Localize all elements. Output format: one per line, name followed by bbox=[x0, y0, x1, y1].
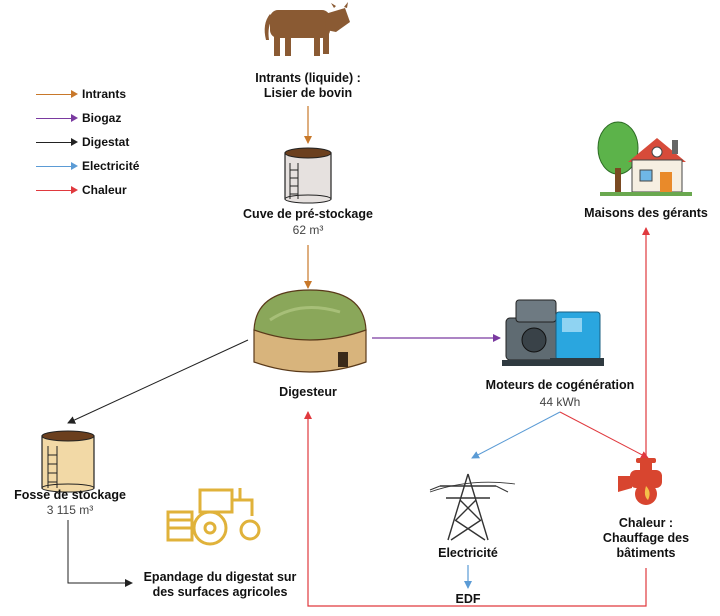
legend-label: Intrants bbox=[82, 87, 127, 101]
cuve-title: Cuve de pré-stockage bbox=[243, 207, 373, 221]
cow-icon bbox=[264, 2, 350, 56]
chaleur-label: Chaleur : Chauffage des bâtiments bbox=[576, 516, 716, 561]
engine-generator-icon bbox=[502, 299, 604, 366]
legend-label: Chaleur bbox=[82, 183, 127, 197]
legend-label: Electricité bbox=[82, 159, 140, 173]
legend-arrow-intrants bbox=[36, 90, 78, 98]
electricite-title: Electricité bbox=[438, 546, 498, 560]
epandage-line1: Epandage du digestat sur bbox=[143, 570, 297, 584]
tank-icon bbox=[284, 147, 332, 204]
storage-pit-icon bbox=[41, 430, 95, 493]
intrants-line2: Lisier de bovin bbox=[263, 86, 353, 100]
arrow-fosse-to-epandage bbox=[67, 520, 133, 587]
intrants-line1: Intrants (liquide) : bbox=[255, 71, 361, 85]
maisons-title: Maisons des gérants bbox=[584, 206, 708, 220]
legend-arrow-biogaz bbox=[36, 114, 78, 122]
legend-arrow-digestat bbox=[36, 138, 78, 146]
epandage-line2: des surfaces agricoles bbox=[152, 585, 288, 599]
legend-label: Digestat bbox=[82, 135, 130, 149]
edf-title: EDF bbox=[455, 592, 481, 606]
arrow-moteurs-to-chaleur bbox=[559, 411, 649, 459]
legend-label: Biogaz bbox=[82, 111, 122, 125]
heat-tap-icon bbox=[618, 458, 662, 505]
arrow-chaleur-to-digesteur bbox=[304, 411, 647, 607]
epandage-label: Epandage du digestat sur des surfaces ag… bbox=[122, 570, 318, 600]
moteurs-power: 44 kWh bbox=[539, 395, 581, 409]
tractor-icon bbox=[166, 488, 261, 546]
house-icon bbox=[597, 121, 692, 196]
cuve-capacity: 62 m³ bbox=[292, 223, 324, 237]
legend-arrow-chaleur bbox=[36, 186, 78, 194]
chaleur-line2: Chauffage des bbox=[602, 531, 690, 545]
intrants-label: Intrants (liquide) : Lisier de bovin bbox=[228, 71, 388, 101]
chaleur-line3: bâtiments bbox=[616, 546, 676, 560]
pylon-icon bbox=[429, 473, 516, 541]
fosse-capacity: 3 115 m³ bbox=[46, 503, 94, 517]
arrow-moteurs-to-electricite bbox=[471, 411, 561, 459]
legend-arrow-electricite bbox=[36, 162, 78, 170]
chaleur-line1: Chaleur : bbox=[618, 516, 674, 530]
moteurs-title: Moteurs de cogénération bbox=[485, 378, 635, 392]
fosse-title: Fosse de stockage bbox=[14, 488, 126, 502]
digesteur-title: Digesteur bbox=[279, 385, 337, 399]
arrow-digesteur-to-fosse bbox=[67, 339, 249, 424]
digester-dome-icon bbox=[253, 289, 367, 373]
